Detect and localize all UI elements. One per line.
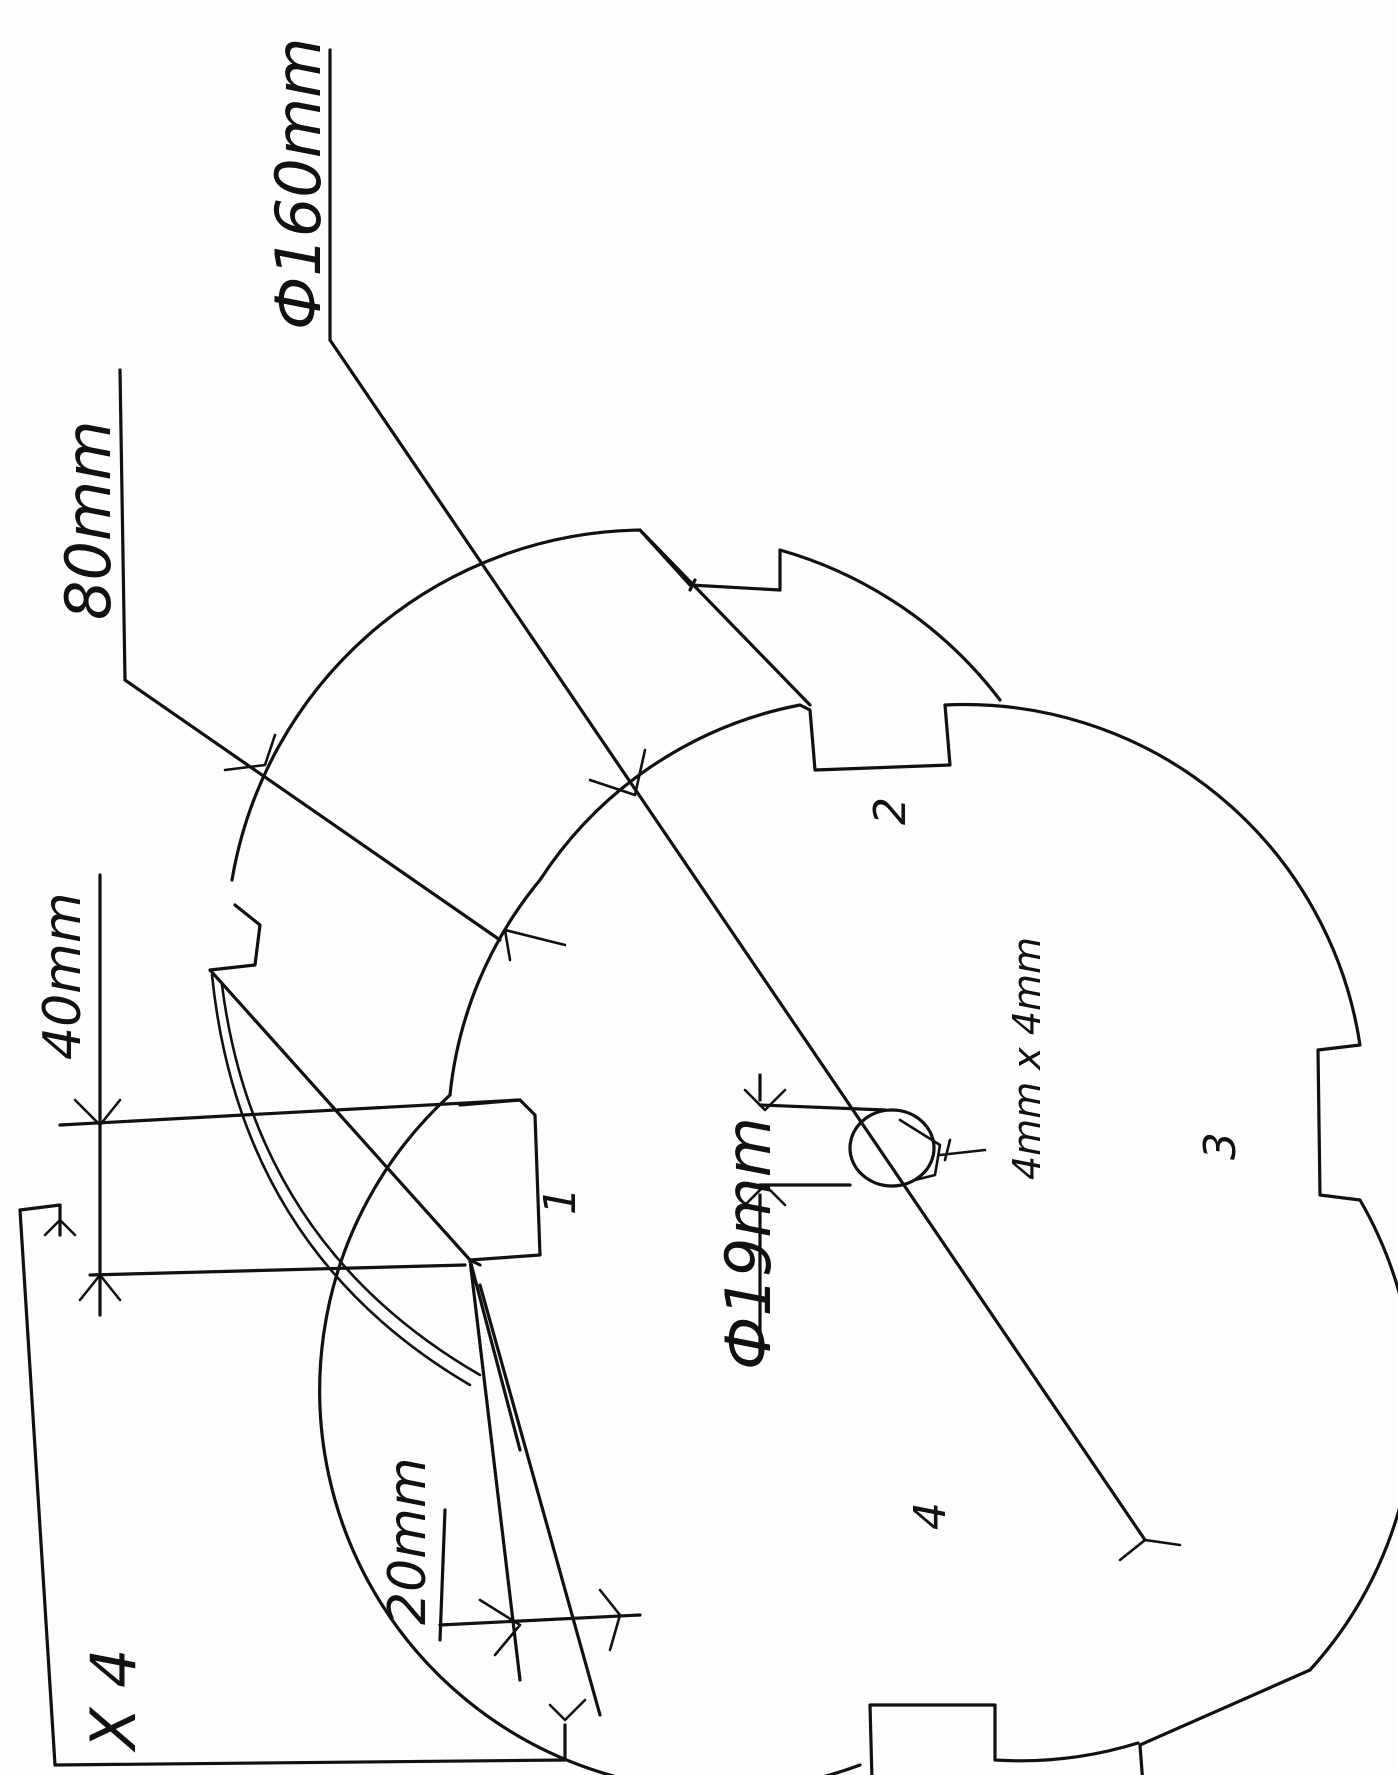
diameter-arrow-bottom [1118, 1538, 1182, 1562]
disc-outline-lower [868, 1703, 1140, 1775]
blade-2-number: 2 [865, 797, 916, 825]
blade-4-number: 4 [905, 1502, 956, 1530]
width-20-label: 20mm [378, 1458, 438, 1625]
radius-arrow-top [223, 733, 277, 772]
dim-40-arrows [73, 1098, 122, 1302]
radius-line [123, 678, 502, 942]
blade-1-side [468, 1258, 522, 1452]
hole-diameter-label: Ф19mm [712, 1117, 785, 1370]
hub-hole [848, 1108, 936, 1188]
radius-arrow-bottom [503, 928, 567, 962]
radius-label: 80mm [52, 420, 125, 620]
keyway-label: 4mm x 4mm [1005, 937, 1049, 1180]
blade-2-outline [230, 528, 1002, 882]
dim-40-line-top [58, 1098, 522, 1127]
dim-40-line-bottom [88, 1263, 467, 1277]
dim-20-lines [438, 1258, 642, 1717]
width-40-label: 40mm [33, 893, 93, 1060]
multiplier-label: X 4 [77, 1648, 150, 1753]
diameter-arrow-top [588, 748, 647, 797]
hole-dim-arrows [743, 1088, 787, 1207]
x4-arrows [43, 1218, 587, 1722]
hole-dim-lines [758, 1073, 887, 1357]
diameter-line [328, 338, 1147, 1542]
blade-1-number: 1 [535, 1187, 586, 1215]
keyway-notch [898, 1118, 942, 1182]
disc-outline [318, 702, 1398, 1775]
outer-diameter-label: Ф160mm [262, 37, 335, 330]
radius-leader [118, 368, 127, 682]
blade-1-edge [210, 973, 482, 1387]
dim-20-arrows [478, 1588, 622, 1657]
blade-3-number: 3 [1195, 1132, 1246, 1160]
keyway-arrow [938, 1138, 987, 1162]
